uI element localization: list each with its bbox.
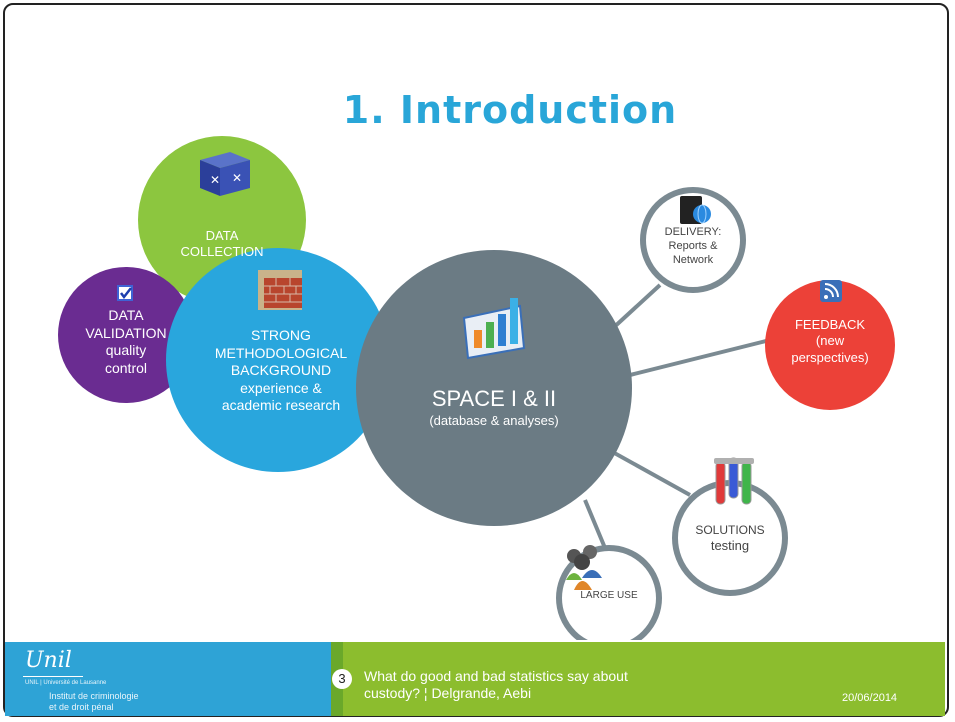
data-collection-line-1: DATA <box>205 228 239 243</box>
footer: Unil UNIL | Université de Lausanne Insti… <box>0 640 955 722</box>
footer-date: 20/06/2014 <box>842 692 898 704</box>
space-center-circle <box>356 250 632 526</box>
university-name: UNIL | Université de Lausanne <box>25 680 107 686</box>
footer-info-panel <box>331 642 945 716</box>
space-subtitle: (database & analyses) <box>429 412 559 428</box>
data-validation-circle <box>58 267 194 403</box>
svg-text:✕: ✕ <box>232 171 242 185</box>
people-group-icon <box>566 545 602 590</box>
data-collection-label: DATA COLLECTION <box>162 228 282 261</box>
logo-underline <box>23 676 83 677</box>
data-validation-label: DATA VALIDATION quality control <box>71 307 181 377</box>
delivery-line-1: DELIVERY: <box>664 226 722 238</box>
data-validation-line-3: quality <box>105 342 147 358</box>
feedback-circle <box>765 280 895 410</box>
feedback-line-3: perspectives) <box>791 349 869 365</box>
slide-title: 1. Introduction <box>342 88 678 132</box>
footer-text-line-2: custody? ¦ Delgrande, Aebi <box>364 684 532 701</box>
methodology-line-4: experience & <box>240 379 322 396</box>
connector-feedback <box>629 338 771 377</box>
institute-line-1: Institut de criminologie <box>49 691 139 701</box>
feedback-label: FEEDBACK (new perspectives) <box>770 317 890 366</box>
footer-logo-panel: Unil UNIL | Université de Lausanne Insti… <box>5 642 331 716</box>
data-validation-line-1: DATA <box>108 307 144 323</box>
connector-large-use <box>583 499 607 549</box>
delivery-label: DELIVERY: Reports & Network <box>648 226 738 267</box>
solutions-line-2: testing <box>710 538 750 553</box>
methodology-line-3: BACKGROUND <box>230 362 332 378</box>
delivery-line-3: Network <box>672 253 714 266</box>
rss-chat-icon <box>820 280 842 302</box>
unil-logo-signature: Unil <box>25 648 72 673</box>
large-use-circle <box>556 545 662 640</box>
monitor-globe-icon <box>680 196 711 224</box>
solutions-label: SOLUTIONS testing <box>680 523 780 554</box>
feedback-line-1: FEEDBACK <box>794 317 866 332</box>
space-center-label: SPACE I & II (database & analyses) <box>384 385 604 429</box>
solutions-line-1: SOLUTIONS <box>695 523 765 537</box>
checkbox-icon <box>117 285 133 301</box>
puzzle-cube-icon: ✕ ✕ <box>200 152 250 196</box>
institute-line-2: et de droit pénal <box>49 701 114 712</box>
space-title: SPACE I & II <box>431 386 557 411</box>
delivery-line-2: Reports & <box>668 239 718 252</box>
methodology-line-5: academic research <box>221 397 341 413</box>
methodology-line-1: STRONG <box>251 327 311 343</box>
feedback-line-2: (new <box>815 333 845 349</box>
large-use-line-1: LARGE USE <box>580 590 638 601</box>
large-use-label: LARGE USE <box>564 590 654 603</box>
page-number: 3 <box>332 669 352 689</box>
folder-brick-icon <box>258 270 302 310</box>
test-tubes-icon <box>714 457 754 505</box>
institute-name: Institut de criminologie et de droit pén… <box>49 691 139 713</box>
methodology-line-2: METHODOLOGICAL <box>214 344 348 361</box>
methodology-circle <box>166 248 390 472</box>
data-collection-line-2: COLLECTION <box>180 244 264 260</box>
methodology-label: STRONG METHODOLOGICAL BACKGROUND experie… <box>198 327 364 415</box>
delivery-circle <box>640 187 746 293</box>
diagram: ✕ ✕ <box>58 136 895 640</box>
data-validation-line-2: VALIDATION <box>85 324 167 341</box>
bar-chart-icon <box>462 298 526 360</box>
svg-text:✕: ✕ <box>210 173 220 187</box>
footer-talk-title: What do good and bad statistics say abou… <box>364 668 724 702</box>
data-validation-line-4: control <box>104 359 148 376</box>
footer-text-line-1: What do good and bad statistics say abou… <box>364 668 628 684</box>
